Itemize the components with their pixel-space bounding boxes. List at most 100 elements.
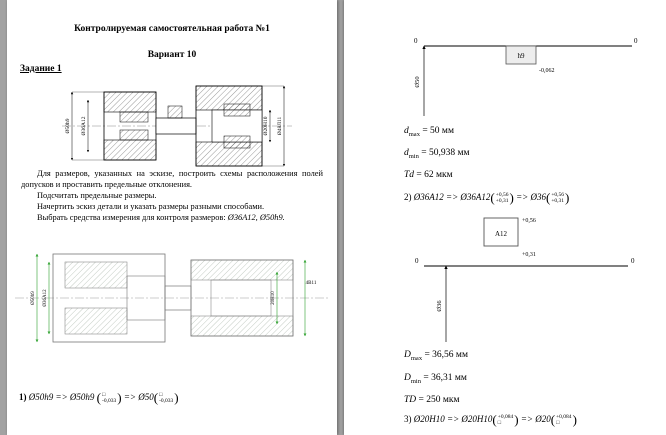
- var: d: [404, 126, 409, 136]
- doc-title: Контролируемая самостоятельная работа №1: [74, 24, 270, 34]
- limit-lower: -0,033: [102, 397, 117, 404]
- formula-number: 2): [404, 192, 412, 202]
- formula-number: 1): [19, 392, 27, 402]
- task-heading: Задание 1: [20, 64, 62, 74]
- limits-stack: □-0,033: [159, 392, 173, 405]
- limit-upper: □: [159, 391, 163, 398]
- limits-stack: +0,56+0,31: [496, 192, 509, 205]
- hatch-section: [190, 259, 294, 281]
- formula-3: 3) Ø20H10 => Ø20H10(+0,084□) => Ø20(+0,0…: [404, 412, 577, 428]
- page-2: 0 0 h9 -0,062 Ø50 dmax = 50 мм dmin = 50…: [344, 0, 666, 435]
- var: D: [404, 373, 411, 383]
- shaft-section: [155, 117, 197, 135]
- dimension-label: Ø36A12: [43, 289, 48, 307]
- formula-body: Ø20H10 => Ø20H10: [411, 414, 493, 424]
- dimension-label: Ø48Л11: [277, 117, 283, 136]
- limit-upper: □: [102, 391, 106, 398]
- limit-lower: +0,31: [495, 197, 509, 204]
- tolerance-diagram-h9: 0 0 h9 -0,062 Ø50: [414, 37, 638, 116]
- var: Td: [404, 170, 415, 180]
- open-paren: (: [96, 390, 101, 405]
- close-paren: ): [514, 412, 519, 427]
- dmax-line: dmax = 50 мм: [404, 126, 454, 138]
- TD-line: TD = 250 мкм: [404, 395, 460, 405]
- value: = 50 мм: [419, 126, 454, 136]
- para-line-1: Для размеров, указанных на эскизе, постр…: [21, 169, 323, 190]
- hatch-section: [119, 129, 149, 141]
- var: TD: [404, 395, 417, 405]
- var-sub: min: [408, 152, 419, 160]
- zero-label-right: 0: [631, 257, 635, 265]
- var: d: [404, 148, 409, 158]
- formula-body: Ø50h9 => Ø50h9: [26, 392, 97, 402]
- close-paren: ): [572, 412, 577, 427]
- open-paren: (: [153, 390, 159, 405]
- limit-lower: -0,033: [159, 397, 174, 404]
- zero-label-right: 0: [634, 37, 638, 45]
- tolerance-diagram-a12: A12 +0,56 +0,31 0 0 Ø36: [415, 217, 635, 342]
- var: D: [404, 350, 411, 360]
- hatch-section: [103, 91, 157, 113]
- limit-lower: □: [556, 419, 560, 426]
- dmin-line: dmin = 50,938 мм: [404, 148, 470, 160]
- tolerance-field-label: A12: [495, 230, 508, 238]
- dimension-label: Ø50h9: [31, 291, 36, 305]
- value: = 250 мкм: [416, 395, 460, 405]
- open-paren: (: [492, 412, 497, 427]
- diameter-label: Ø36: [436, 300, 443, 312]
- close-paren: ): [117, 390, 122, 405]
- doc-variant: Вариант 10: [147, 50, 197, 60]
- value: = 36,31 мм: [421, 373, 467, 383]
- formula-2: 2) Ø36A12 => Ø36A12(+0,56+0,31) => Ø36(+…: [404, 190, 569, 206]
- open-paren: (: [490, 190, 495, 205]
- Dmax-line: Dmax = 36,56 мм: [404, 350, 468, 362]
- page-1: Контролируемая самостоятельная работа №1…: [7, 0, 337, 435]
- value: = 36,56 мм: [422, 350, 468, 360]
- dimension-label: Ø20Н10: [263, 116, 269, 135]
- td-line: Td = 62 мкм: [404, 170, 453, 180]
- open-paren: (: [545, 190, 551, 205]
- formula-number: 3): [404, 414, 412, 424]
- limit-upper: +0,084: [497, 413, 514, 420]
- close-paren: ): [565, 190, 570, 205]
- value: = 50,938 мм: [418, 148, 470, 158]
- var-sub: min: [410, 377, 421, 385]
- limit-lower: □: [497, 419, 502, 426]
- hatch-section: [119, 111, 149, 123]
- dimension-label: 20Н10: [271, 291, 276, 305]
- var-sub: max: [408, 130, 420, 138]
- dimension-label: Ø50h9: [65, 118, 71, 133]
- hatch-section: [223, 135, 251, 149]
- dimension-label: Ø36A12: [81, 116, 87, 135]
- para-line-4: Выбрать средства измерения для контроля …: [21, 212, 323, 223]
- dimension-label: 4В11: [306, 281, 317, 286]
- open-paren: (: [550, 412, 556, 427]
- formula-mid: => Ø50: [121, 392, 154, 402]
- upper-deviation-label: +0,56: [522, 218, 536, 224]
- key-section: [167, 105, 183, 119]
- zero-label-left: 0: [414, 37, 418, 45]
- formula-body: Ø36A12 => Ø36A12: [411, 192, 491, 202]
- hatch-section: [223, 103, 251, 117]
- formula-mid: => Ø36: [513, 192, 546, 202]
- limits-stack: +0,084□: [556, 414, 571, 427]
- diameter-label: Ø50: [414, 76, 421, 87]
- limits-stack: +0,56+0,31: [551, 192, 564, 205]
- limits-stack: +0,084□: [498, 414, 513, 427]
- lower-deviation-label: +0,31: [522, 252, 536, 258]
- Dmin-line: Dmin = 36,31 мм: [404, 373, 467, 385]
- task-paragraph: Для размеров, указанных на эскизе, постр…: [21, 168, 323, 223]
- hatch-section: [64, 307, 128, 335]
- limit-upper: +0,084: [556, 413, 572, 420]
- para-text: Выбрать средства измерения для контроля …: [37, 213, 228, 223]
- limit-upper: +0,56: [495, 191, 509, 198]
- tolerance-field-box: [483, 217, 519, 247]
- value: = 62 мкм: [414, 170, 453, 180]
- hatch-section: [103, 139, 157, 161]
- limit-lower: +0,31: [551, 197, 565, 204]
- assembly-drawing-1: Ø50h9 Ø36A12 Ø20Н10 Ø48Л11: [62, 85, 292, 167]
- para-line-3: Начертить эскиз детали и указать размеры…: [37, 202, 265, 212]
- tolerance-field-box: [505, 45, 537, 65]
- zero-label-left: 0: [415, 257, 419, 265]
- lower-deviation-label: -0,062: [539, 68, 555, 74]
